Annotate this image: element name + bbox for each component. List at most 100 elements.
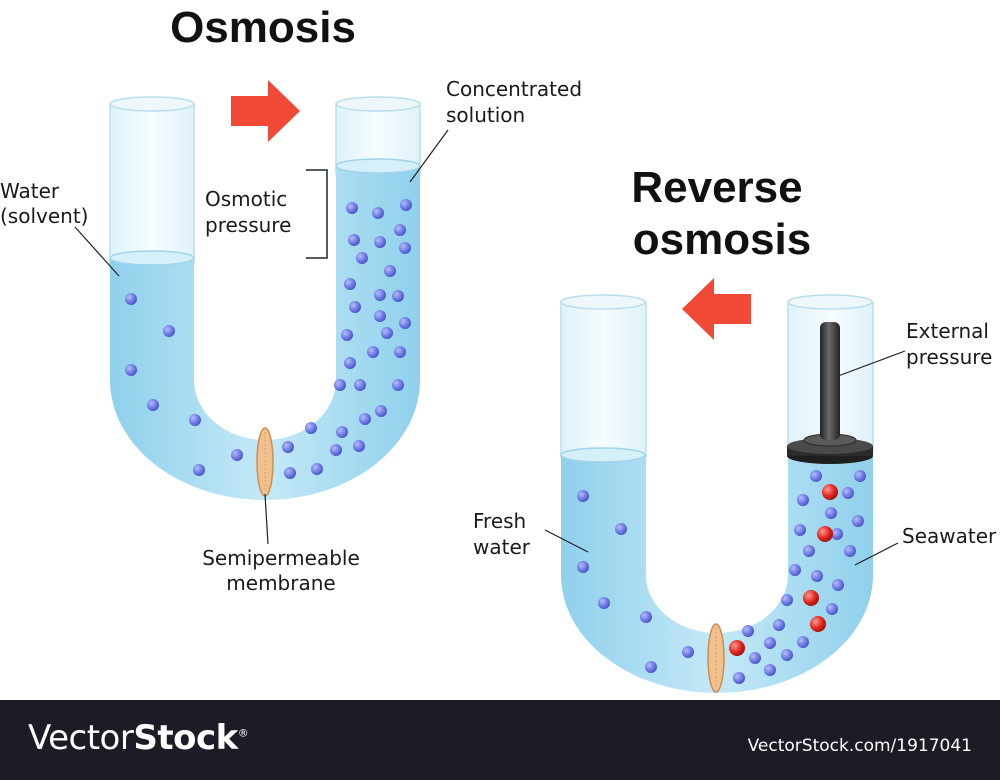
- ro-left-tube-rim: [560, 294, 646, 310]
- seawater-label: Seawater: [902, 524, 997, 548]
- membrane-leader-line: [264, 493, 269, 545]
- water-molecule: [842, 487, 854, 499]
- water-molecule: [742, 625, 754, 637]
- water-molecule: [305, 422, 317, 434]
- water-molecule: [811, 570, 823, 582]
- water-molecule: [374, 310, 386, 322]
- fresh-water-label-line1: Fresh: [473, 509, 526, 533]
- water-molecule: [359, 413, 371, 425]
- water-molecule: [764, 637, 776, 649]
- water-molecule: [577, 561, 589, 573]
- concentrated-label-line1: Concentrated: [446, 77, 582, 101]
- external-pressure-leader-line: [837, 350, 906, 377]
- water-molecule: [311, 463, 323, 475]
- water-molecule: [193, 464, 205, 476]
- water-molecule: [392, 379, 404, 391]
- water-molecule: [344, 278, 356, 290]
- water-molecule: [353, 440, 365, 452]
- water-molecule: [394, 224, 406, 236]
- water-molecule: [282, 441, 294, 453]
- water-molecule: [394, 346, 406, 358]
- water-molecule: [733, 672, 745, 684]
- water-molecule: [854, 470, 866, 482]
- membrane-label-line1: Semipermeable: [202, 546, 360, 570]
- stock-id-text: VectorStock.com/1917041: [747, 736, 972, 756]
- osmotic-label-line2: pressure: [205, 213, 291, 237]
- reverse-osmosis-title-line2: osmosis: [633, 215, 812, 264]
- water-molecule: [147, 399, 159, 411]
- concentrated-label-line2: solution: [446, 103, 525, 127]
- external-pressure-label-line1: External: [906, 319, 989, 343]
- water-molecule: [825, 507, 837, 519]
- water-molecule: [773, 619, 785, 631]
- water-molecule: [810, 470, 822, 482]
- water-molecule: [831, 528, 843, 540]
- brand-regular: Vector: [28, 718, 134, 758]
- osmosis-right-surface: [335, 158, 421, 174]
- water-molecule: [749, 652, 761, 664]
- water-molecule: [330, 444, 342, 456]
- water-molecule: [125, 364, 137, 376]
- water-molecule: [341, 329, 353, 341]
- water-molecule: [381, 327, 393, 339]
- water-molecule: [231, 449, 243, 461]
- ro-piston: [787, 322, 873, 464]
- concentrated-leader-line: [409, 129, 449, 183]
- osmosis-molecules: [125, 199, 412, 479]
- piston-rod: [820, 322, 840, 440]
- water-molecule: [346, 202, 358, 214]
- salt-molecule: [729, 640, 745, 656]
- water-molecule: [577, 490, 589, 502]
- osmotic-label-line1: Osmotic: [205, 187, 287, 211]
- external-pressure-label-line2: pressure: [906, 345, 992, 369]
- water-molecule: [844, 545, 856, 557]
- water-molecule: [349, 301, 361, 313]
- salt-molecule: [803, 590, 819, 606]
- diagram-canvas: Osmosis: [0, 3, 997, 693]
- water-molecule: [832, 579, 844, 591]
- ro-left-tube: [560, 301, 647, 458]
- water-molecule: [645, 661, 657, 673]
- water-molecule: [682, 646, 694, 658]
- water-molecule: [797, 636, 809, 648]
- osmosis-left-tube-rim: [109, 96, 195, 112]
- osmosis-title: Osmosis: [170, 3, 356, 52]
- salt-molecule: [810, 616, 826, 632]
- osmosis-diagram: Osmosis: [0, 3, 582, 595]
- brand-bold: Stock: [133, 718, 238, 758]
- water-molecule: [400, 199, 412, 211]
- water-molecule: [344, 357, 356, 369]
- osmosis-water: [110, 166, 420, 500]
- vectorstock-logo: VectorStock®: [28, 718, 249, 758]
- water-molecule: [284, 467, 296, 479]
- water-molecule: [781, 649, 793, 661]
- water-molecule: [374, 289, 386, 301]
- water-label-line2: (solvent): [0, 204, 88, 228]
- water-leader-line: [74, 226, 120, 277]
- salt-molecule: [822, 484, 838, 500]
- water-molecule: [334, 379, 346, 391]
- ro-flow-arrow-left: [682, 278, 751, 340]
- water-molecule: [794, 524, 806, 536]
- footer-bar: VectorStock® VectorStock.com/1917041: [0, 700, 1000, 780]
- water-molecule: [615, 523, 627, 535]
- ro-water: [561, 455, 873, 693]
- ro-water-molecules: [577, 470, 866, 684]
- water-molecule: [803, 545, 815, 557]
- water-molecule: [336, 426, 348, 438]
- water-molecule: [781, 594, 793, 606]
- water-label-line1: Water: [0, 179, 60, 203]
- water-molecule: [764, 664, 776, 676]
- water-molecule: [372, 207, 384, 219]
- water-molecule: [826, 603, 838, 615]
- water-molecule: [392, 290, 404, 302]
- ro-salt-molecules: [729, 484, 838, 656]
- water-molecule: [189, 414, 201, 426]
- osmosis-left-tube: [109, 103, 195, 265]
- fresh-water-label-line2: water: [473, 535, 531, 559]
- osmosis-flow-arrow-right: [231, 80, 300, 142]
- water-molecule: [399, 317, 411, 329]
- water-molecule: [348, 234, 360, 246]
- salt-molecule: [817, 526, 833, 542]
- ro-right-tube-rim: [787, 294, 873, 310]
